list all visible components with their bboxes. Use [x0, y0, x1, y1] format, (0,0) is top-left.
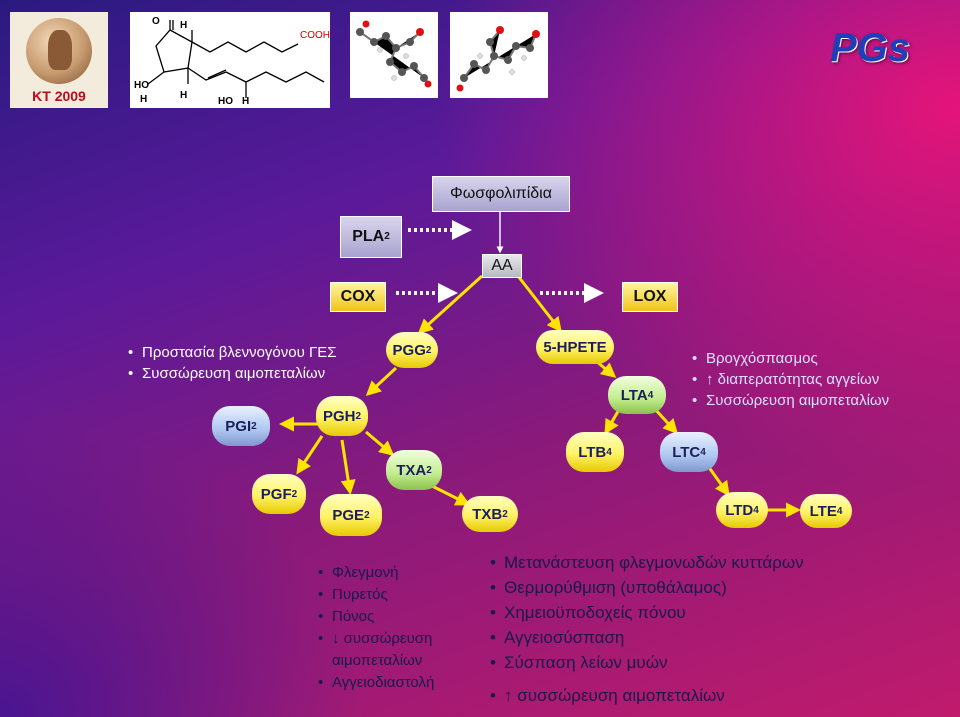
node-subscript: 2 — [355, 410, 362, 422]
cox-box: COX — [330, 282, 386, 312]
ltc4-to-ltd4-arrow — [706, 465, 730, 497]
node-subscript: 2 — [502, 508, 508, 520]
list-item: ↑ συσσώρευση αιμοπεταλίων — [490, 683, 804, 708]
node-label: TXB — [472, 505, 503, 523]
molecule-model-2-image — [450, 12, 548, 98]
structure-label-ho-left: HO — [134, 80, 149, 91]
ltb4-effects-list: Μετανάστευση φλεγμονωδών κυττάρων Θερμορ… — [490, 550, 804, 708]
list-item-continuation: αιμοπεταλίων — [332, 652, 423, 669]
structure-label-h-left: H — [140, 94, 147, 105]
node-5-hpete: 5-HPETE — [536, 330, 614, 364]
node-label: TXA — [396, 461, 427, 479]
node-label: PGI — [225, 417, 252, 435]
node-label: PGF — [260, 485, 292, 503]
list-item: ↓ συσσώρευση — [318, 628, 434, 650]
pgh2-to-pgf2-arrow — [296, 435, 324, 475]
prostaglandin-structure-image: O H COOH HO H H HO H — [130, 12, 330, 108]
list-item: Βρογχόσπασμος — [692, 348, 889, 369]
node-subscript: 4 — [700, 446, 706, 458]
lox-box: LOX — [622, 282, 678, 312]
logo-year: KT 2009 — [32, 88, 86, 104]
list-item: Προστασία βλεννογόνου ΓΕΣ — [128, 342, 337, 363]
node-label: LTE — [809, 502, 837, 520]
list-item: Συσσώρευση αιμοπεταλίων — [128, 363, 337, 384]
list-item: Σύσπαση λείων μυών — [490, 650, 804, 675]
list-item: Θερμορύθμιση (υποθάλαμος) — [490, 575, 804, 600]
lt-effects-list: Βρογχόσπασμος ↑ διαπερατότητας αγγείων Σ… — [692, 348, 889, 411]
structure-label-ho-bottom: HO — [218, 96, 233, 107]
node-subscript: 4 — [647, 389, 654, 401]
coin-emblem-icon — [26, 18, 92, 84]
pgh2-to-pge2-arrow — [340, 439, 356, 495]
logo-image: KT 2009 — [10, 12, 108, 108]
list-item: Φλεγμονή — [318, 562, 434, 584]
prostaglandin-structure-diagram: O H COOH HO H H HO H — [134, 16, 330, 107]
list-item: Συσσώρευση αιμοπεταλίων — [692, 390, 889, 411]
list-item: Μετανάστευση φλεγμονωδών κυττάρων — [490, 550, 804, 575]
ball-and-stick-molecule-icon — [456, 26, 540, 92]
pla2-label: PLA — [352, 228, 385, 245]
structure-label-h-mid: H — [180, 90, 187, 101]
lta4-to-ltc4-arrow — [652, 406, 679, 435]
page-title: PGs — [830, 26, 911, 70]
node-subscript: 4 — [753, 504, 759, 516]
aa-box: AA — [482, 254, 522, 278]
node-label: LTB — [578, 443, 607, 461]
node-subscript: 2 — [291, 488, 298, 500]
list-item: Χημειοϋποδοχείς πόνου — [490, 600, 804, 625]
txa2-to-txb2-arrow — [431, 484, 471, 506]
ball-and-stick-molecule-icon — [356, 20, 432, 88]
structure-label-cooh: COOH — [300, 30, 330, 41]
node-subscript: 4 — [836, 505, 843, 517]
pgh2-to-txa2-arrow — [365, 430, 395, 456]
node-label: LTC — [672, 443, 701, 461]
node-label: 5-HPETE — [543, 338, 607, 356]
pgg2-to-pgh2-arrow — [365, 366, 398, 397]
structure-label-h-bottom: H — [242, 96, 249, 107]
node-subscript: 2 — [251, 420, 257, 432]
aa-to-pgg2-arrow — [417, 274, 484, 335]
aa-to-hpete-arrow — [516, 275, 562, 333]
node-label: LTD — [725, 501, 754, 519]
list-item: Αγγειοσύσπαση — [490, 625, 804, 650]
pge2-effects-list: Φλεγμονή Πυρετός Πόνος ↓ συσσώρευση αιμο… — [318, 562, 434, 694]
structure-label-h-top: H — [180, 20, 187, 31]
node-label: PGE — [332, 506, 365, 524]
node-subscript: 2 — [425, 344, 432, 356]
list-item: ↑ διαπερατότητας αγγείων — [692, 369, 889, 390]
structure-label-o: O — [152, 16, 160, 27]
pgi2-effects-list: Προστασία βλεννογόνου ΓΕΣ Συσσώρευση αιμ… — [128, 342, 337, 384]
phospholipids-box: Φωσφολιπίδια — [432, 176, 570, 212]
list-item: Αγγειοδιαστολή — [318, 672, 434, 694]
node-subscript: 2 — [364, 509, 370, 521]
node-label: LTA — [620, 386, 648, 404]
list-item: Πυρετός — [318, 584, 434, 606]
molecule-model-1-image — [350, 12, 438, 98]
pla2-subscript: 2 — [384, 231, 390, 242]
node-label: PGH — [322, 407, 356, 425]
list-item: Πόνος — [318, 606, 434, 628]
node-label: PGG — [392, 341, 426, 359]
node-subscript: 2 — [426, 464, 432, 476]
node-subscript: 4 — [606, 446, 612, 458]
